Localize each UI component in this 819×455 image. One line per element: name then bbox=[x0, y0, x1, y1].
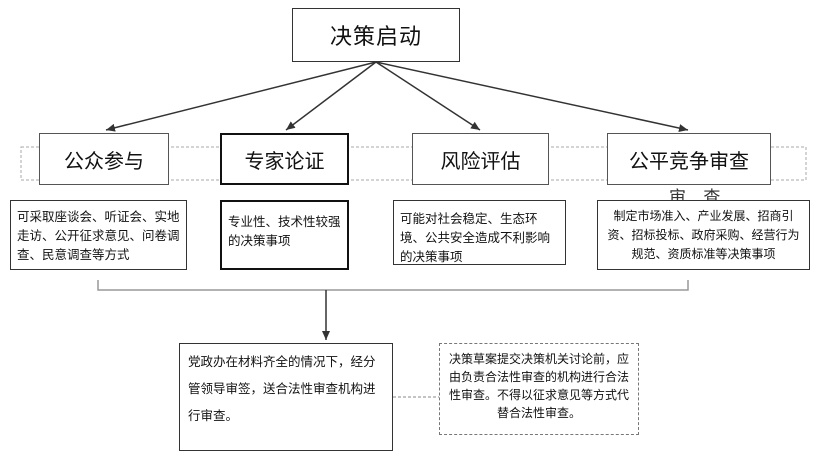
arrow-to-public bbox=[105, 61, 377, 132]
stage-expert-review: 专家论证 bbox=[220, 133, 349, 185]
stage-fair-competition-review: 公平竞争审查 bbox=[607, 133, 771, 185]
arrow-to-fairness bbox=[375, 61, 689, 132]
stage-risk-assessment: 风险评估 bbox=[412, 133, 549, 185]
desc-risk-assessment: 可能对社会稳定、生态环境、公共安全造成不利影响的决策事项 bbox=[393, 200, 566, 265]
decision-start-label: 决策启动 bbox=[329, 25, 422, 50]
decision-start-box: 决策启动 bbox=[292, 8, 460, 62]
desc-public-participation: 可采取座谈会、听证会、实地走访、公开征求意见、问卷调查、民意调查等方式 bbox=[10, 200, 187, 270]
note-text: 决策草案提交决策机关讨论前，应由负责合法性审查的机构进行合法性审查。不得以征求意… bbox=[448, 352, 629, 420]
desc-fair-competition-review: 制定市场准入、产业发展、招商引资、招标投标、政府采购、经营行为规范、资质标准等决… bbox=[597, 200, 810, 270]
stage-label: 风险评估 bbox=[440, 148, 521, 173]
collect-bracket bbox=[97, 280, 689, 291]
stage-public-participation: 公众参与 bbox=[39, 133, 169, 185]
legality-review-note-box: 决策草案提交决策机关讨论前，应由负责合法性审查的机构进行合法性审查。不得以征求意… bbox=[439, 343, 639, 435]
process-text: 党政办在材料齐全的情况下，经分管领导审签，送合法性审查机构进行审查。 bbox=[188, 354, 376, 423]
stage-label: 公平竞争审查 bbox=[629, 148, 749, 173]
desc-expert-review: 专业性、技术性较强的决策事项 bbox=[220, 200, 349, 270]
legality-review-process-box: 党政办在材料齐全的情况下，经分管领导审签，送合法性审查机构进行审查。 bbox=[179, 343, 393, 451]
stage-label: 公众参与 bbox=[64, 148, 144, 173]
arrow-to-risk bbox=[375, 61, 481, 131]
stage-label: 专家论证 bbox=[244, 148, 325, 173]
arrow-to-expert bbox=[285, 61, 377, 131]
